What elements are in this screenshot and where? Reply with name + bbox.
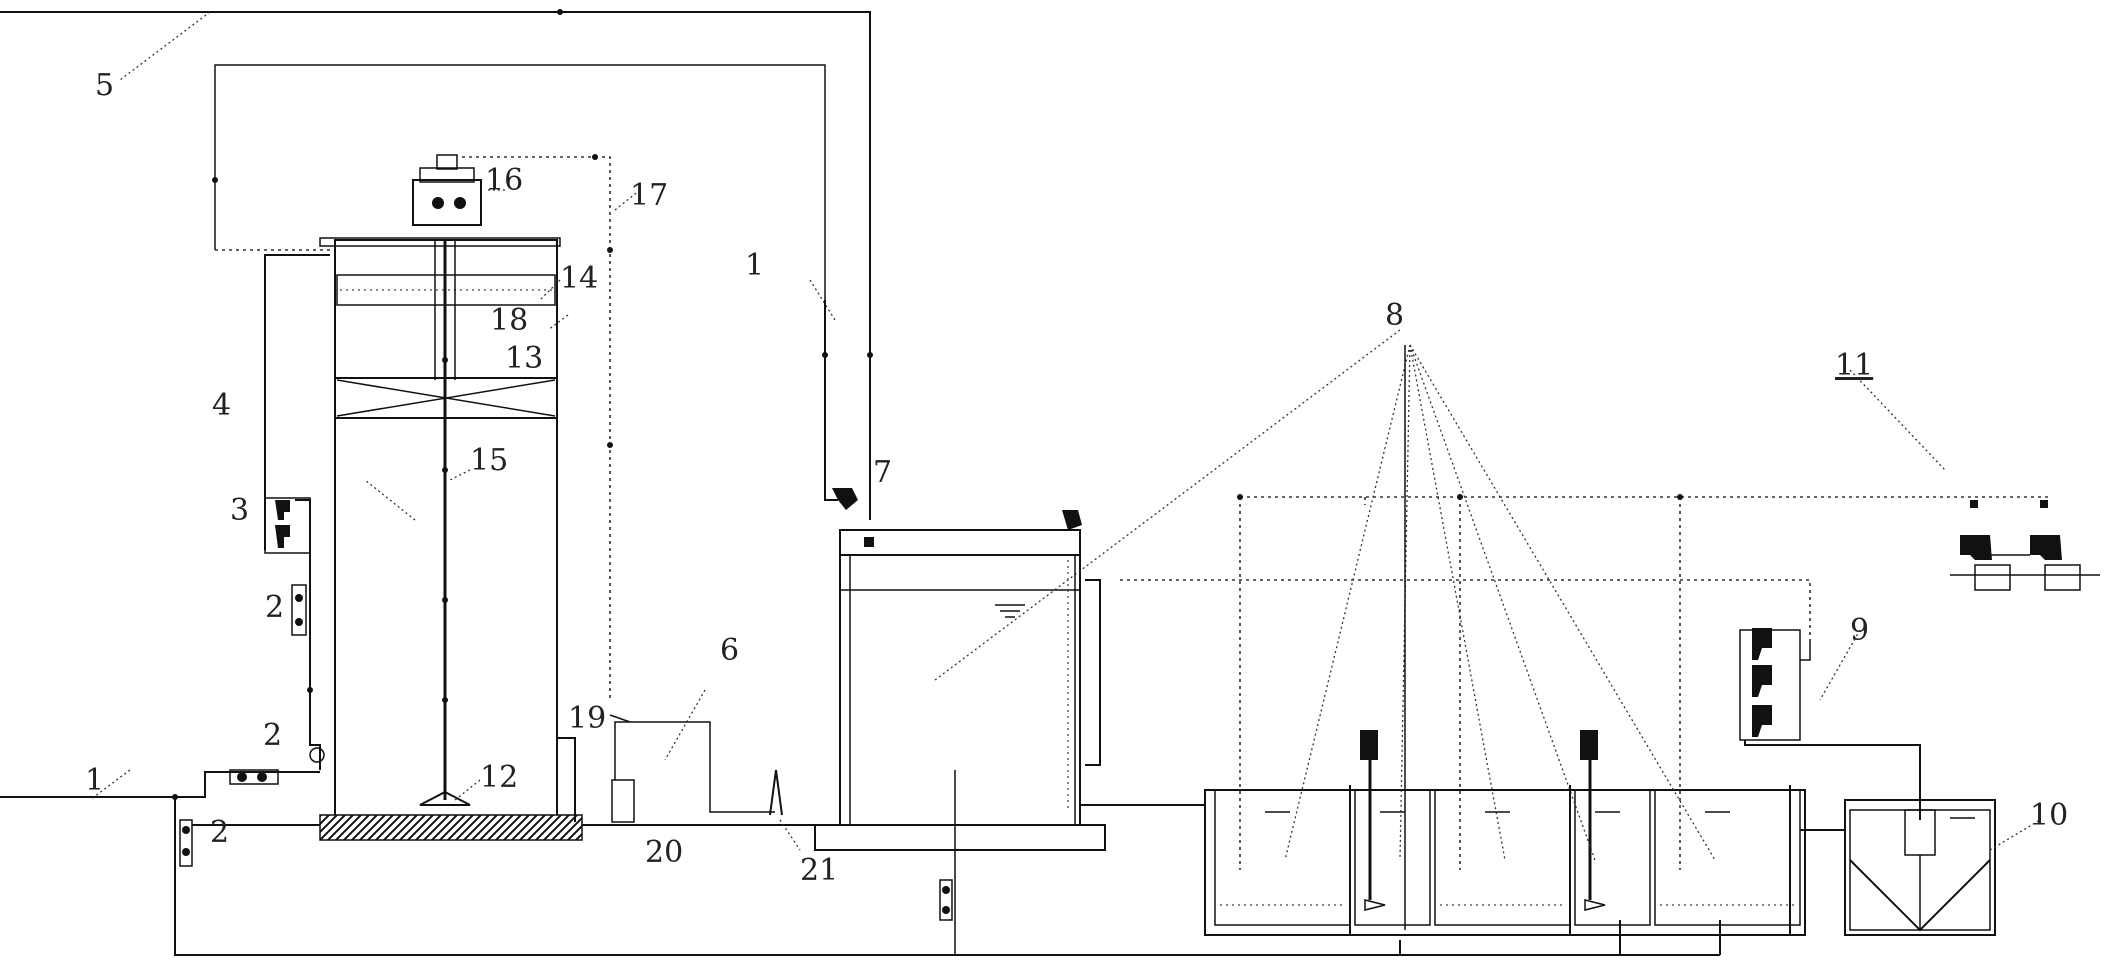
label-2-bottom: 2	[210, 815, 229, 850]
pipe-1-upper	[822, 300, 873, 501]
label-21: 21	[800, 853, 838, 888]
label-18: 18	[490, 303, 528, 338]
main-tank	[814, 529, 1106, 955]
fitting-7	[832, 488, 1082, 530]
valve-3	[264, 497, 311, 554]
label-2-inlet: 2	[263, 718, 282, 753]
valve-2-bottom	[179, 819, 330, 867]
return-pipe-bottom	[174, 797, 1721, 956]
blowers-11	[1950, 500, 2100, 591]
dotted-loop-pipe	[212, 64, 826, 500]
label-6: 6	[720, 633, 739, 668]
label-2-vertical: 2	[265, 590, 284, 625]
dashed-line-17	[462, 154, 613, 700]
label-17: 17	[630, 178, 668, 213]
label-1-inlet: 1	[85, 763, 104, 798]
pipe-with-valves-2-3	[264, 254, 330, 770]
valve-2-inlet	[229, 747, 325, 785]
pipe-19-assembly	[557, 714, 835, 826]
label-8: 8	[1385, 298, 1404, 333]
label-3: 3	[230, 493, 249, 528]
label-4: 4	[212, 388, 231, 423]
clarifier-10	[1800, 799, 1996, 936]
inlet-pipe-1	[0, 771, 320, 800]
label-11: 11	[1835, 348, 1873, 383]
pipe-5	[0, 9, 871, 520]
label-7: 7	[873, 455, 892, 490]
label-9: 9	[1850, 613, 1869, 648]
tower-4	[319, 237, 583, 841]
tank-outlet-pipe	[1080, 579, 1205, 806]
label-12: 12	[480, 760, 518, 795]
label-13: 13	[505, 341, 543, 376]
label-1-upper: 1	[745, 248, 764, 283]
label-20: 20	[645, 835, 683, 870]
label-15: 15	[470, 443, 508, 478]
label-leaders	[89, 11, 2041, 851]
distribution-line-11	[1120, 494, 2050, 870]
label-5: 5	[95, 68, 114, 103]
label-19: 19	[568, 701, 606, 736]
leaders-8	[934, 329, 1716, 930]
label-14: 14	[560, 261, 598, 296]
pump-group-9	[1739, 628, 1921, 820]
label-16: 16	[485, 163, 523, 198]
label-10: 10	[2030, 798, 2068, 833]
reactor-tanks	[1204, 730, 1806, 936]
motor-16	[412, 154, 482, 226]
